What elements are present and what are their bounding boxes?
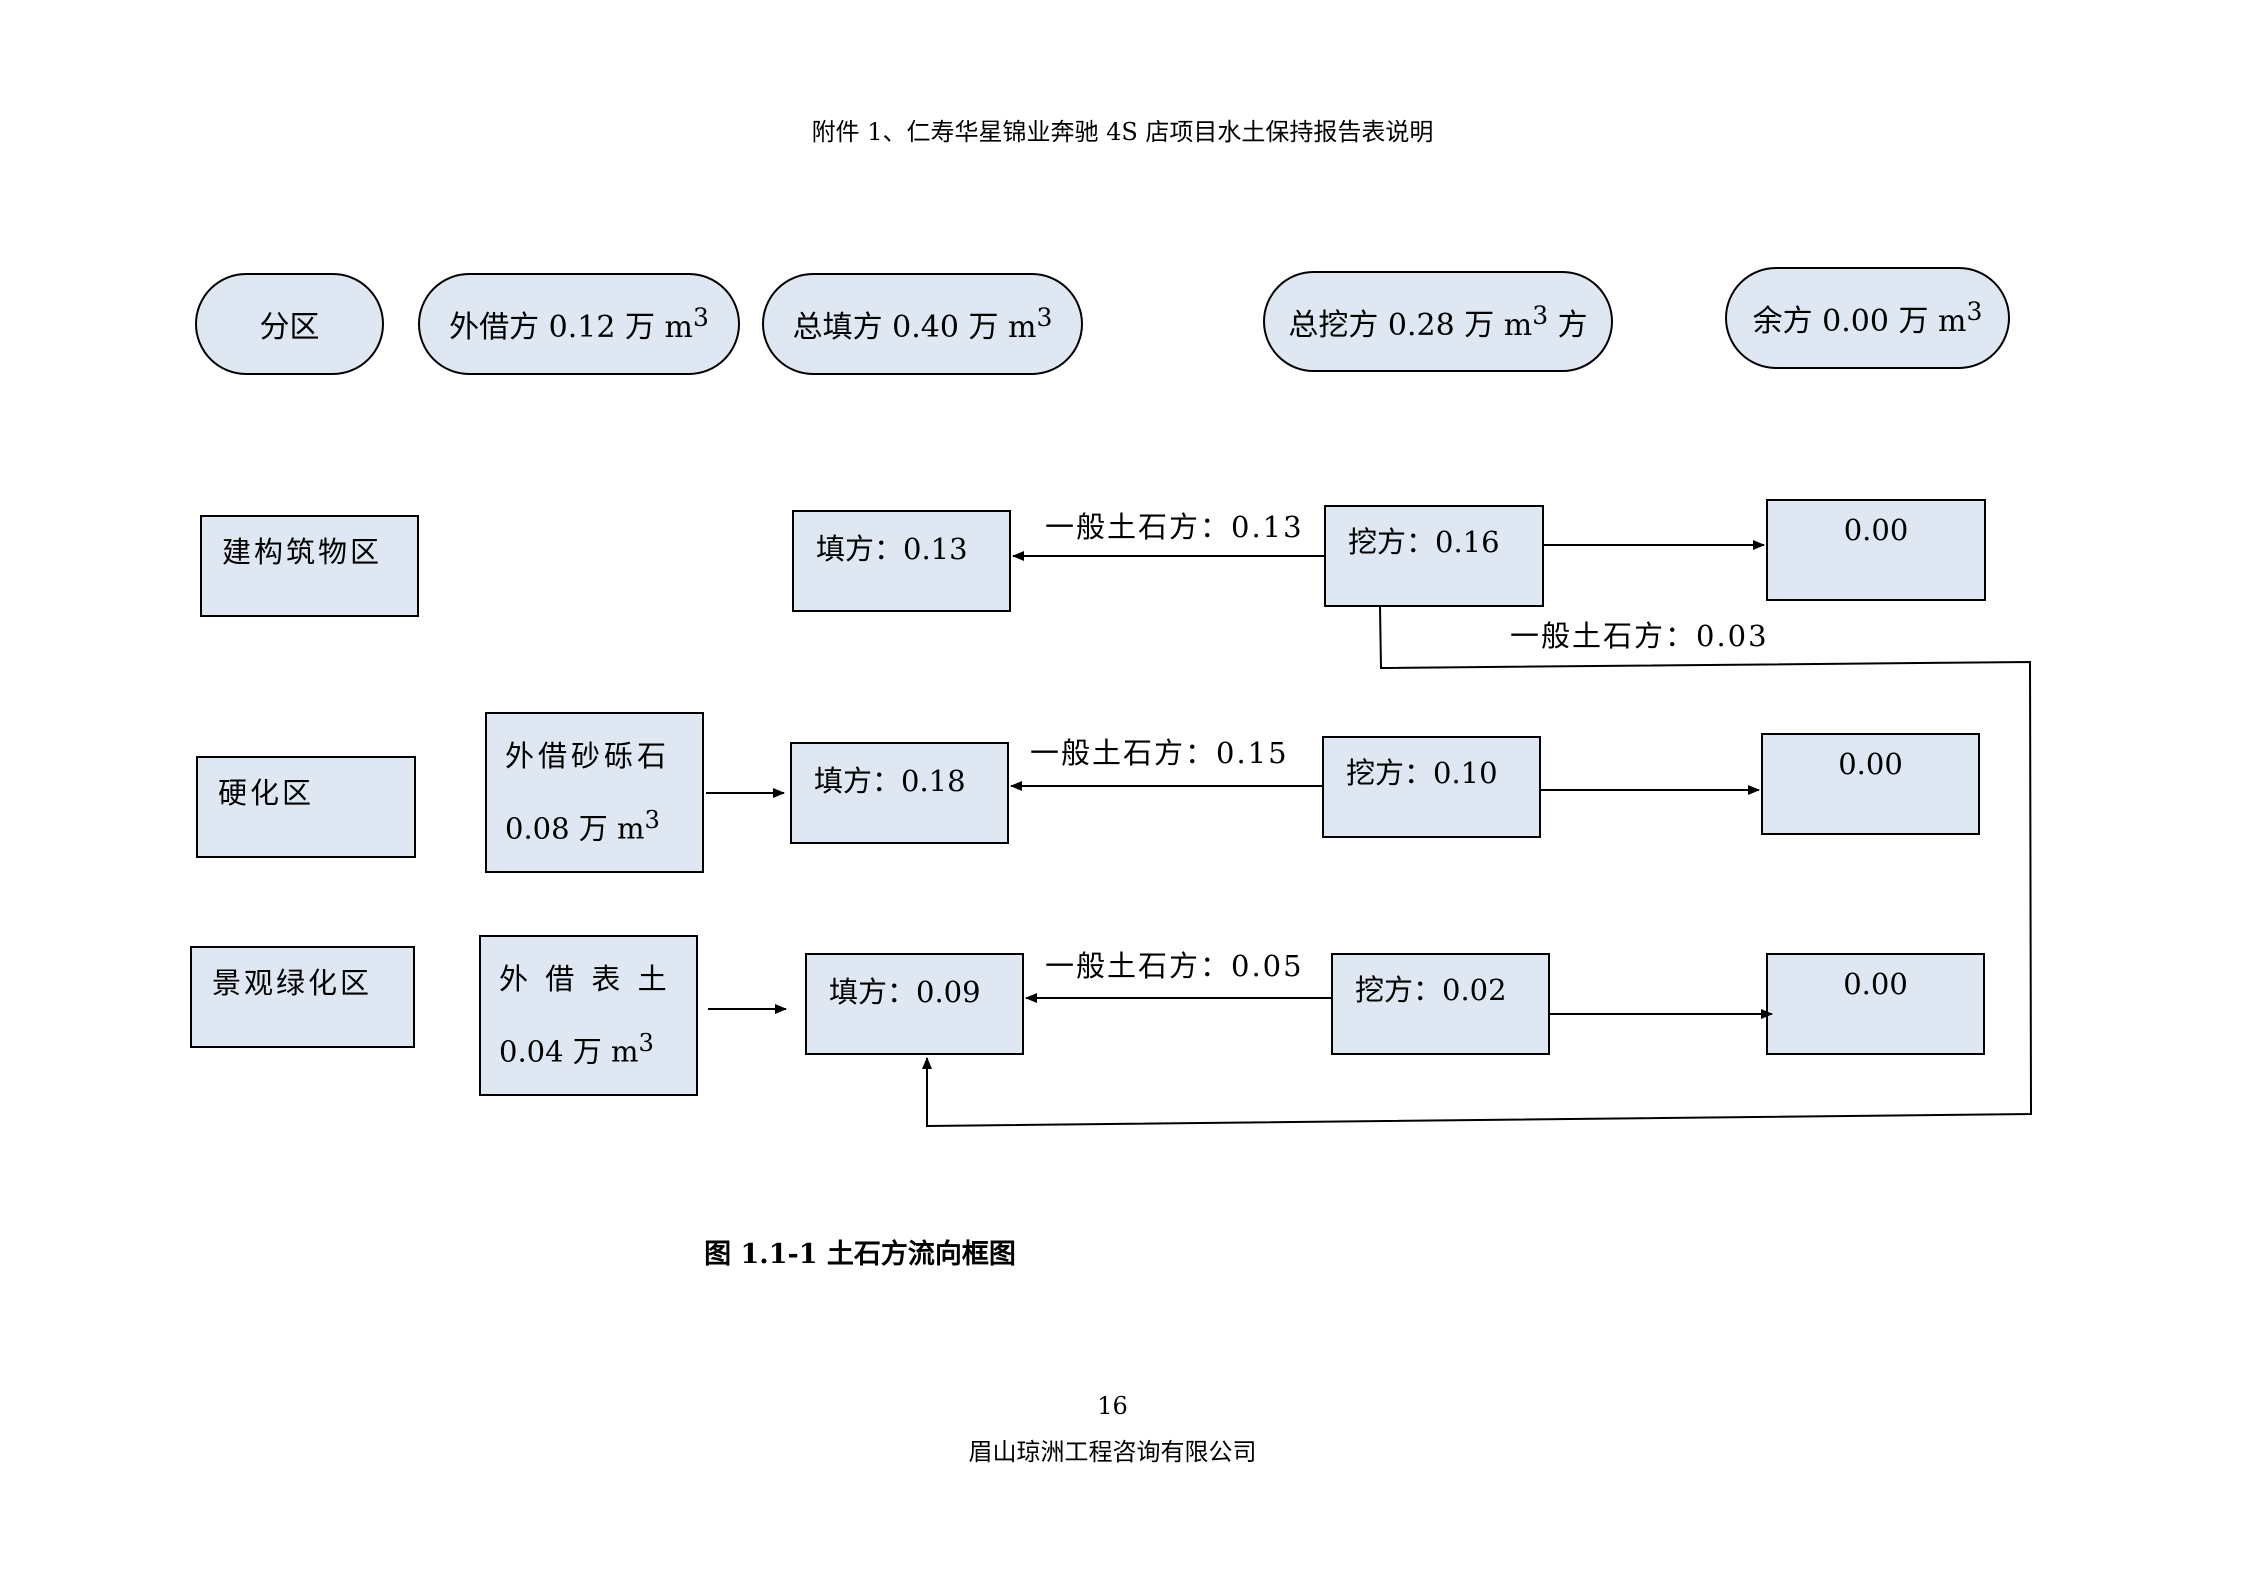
- zone-hardened-label: 硬化区: [218, 776, 315, 810]
- fill-box-hardened-label: 填方：0.18: [814, 764, 966, 798]
- flow-label-hardened: 一般土石方：0.15: [1030, 736, 1289, 770]
- zone-landscape: 景观绿化区: [190, 946, 415, 1048]
- remain-box-hardened-label: 0.00: [1838, 747, 1903, 781]
- flow-label-cross-transfer: 一般土石方：0.03: [1510, 619, 1769, 653]
- total-remain-label: 余方 0.00 万 m3: [1752, 297, 1983, 339]
- figure-caption: 图 1.1-1 土石方流向框图: [704, 1239, 1016, 1270]
- zone-hardened: 硬化区: [196, 756, 416, 858]
- document-header: 附件 1、仁寿华星锦业奔驰 4S 店项目水土保持报告表说明: [811, 118, 1434, 146]
- zone-header-pill: 分区: [195, 273, 384, 375]
- remain-box-building: 0.00: [1766, 499, 1986, 601]
- fill-box-building-label: 填方：0.13: [816, 532, 968, 566]
- total-dig-label: 总挖方 0.28 万 m3 方: [1288, 300, 1588, 343]
- remain-box-hardened: 0.00: [1761, 733, 1980, 835]
- dig-box-landscape: 挖方：0.02: [1331, 953, 1550, 1055]
- total-borrow-label: 外借方 0.12 万 m3: [449, 303, 709, 345]
- remain-box-building-label: 0.00: [1843, 513, 1909, 547]
- flow-label-landscape: 一般土石方：0.05: [1045, 949, 1304, 983]
- borrow-box-landscape-line1: 外 借 表 土: [499, 962, 671, 996]
- zone-building-label: 建构筑物区: [222, 535, 383, 569]
- total-remain-pill: 余方 0.00 万 m3: [1725, 267, 2010, 369]
- arrow-cross-transfer: [922, 606, 2033, 1128]
- total-fill-label: 总填方 0.40 万 m3: [792, 303, 1053, 345]
- zone-header-label: 分区: [259, 310, 320, 345]
- borrow-box-hardened: 外借砂砾石 0.08 万 m3: [485, 712, 704, 873]
- remain-box-landscape-label: 0.00: [1843, 967, 1908, 1001]
- flow-label-building: 一般土石方：0.13: [1045, 510, 1304, 544]
- borrow-box-hardened-line1: 外借砂砾石: [505, 739, 671, 773]
- dig-box-building-label: 挖方：0.16: [1348, 525, 1500, 559]
- remain-box-landscape: 0.00: [1766, 953, 1985, 1055]
- dig-box-building: 挖方：0.16: [1324, 505, 1544, 607]
- dig-box-landscape-label: 挖方：0.02: [1355, 973, 1507, 1007]
- total-borrow-pill: 外借方 0.12 万 m3: [418, 273, 740, 375]
- fill-box-landscape: 填方：0.09: [805, 953, 1024, 1055]
- fill-box-landscape-label: 填方：0.09: [829, 975, 981, 1009]
- dig-box-hardened: 挖方：0.10: [1322, 736, 1541, 838]
- total-dig-pill: 总挖方 0.28 万 m3 方: [1263, 271, 1613, 372]
- borrow-box-landscape: 外 借 表 土 0.04 万 m3: [479, 935, 698, 1096]
- dig-box-hardened-label: 挖方：0.10: [1346, 756, 1498, 790]
- page-number: 16: [1097, 1392, 1128, 1420]
- footer-company: 眉山琼洲工程咨询有限公司: [968, 1438, 1257, 1466]
- fill-box-building: 填方：0.13: [792, 510, 1011, 612]
- total-fill-pill: 总填方 0.40 万 m3: [762, 273, 1083, 375]
- borrow-box-landscape-line2: 0.04 万 m3: [499, 1029, 654, 1069]
- borrow-box-hardened-line2: 0.08 万 m3: [505, 806, 660, 846]
- zone-building: 建构筑物区: [200, 515, 419, 617]
- fill-box-hardened: 填方：0.18: [790, 742, 1009, 844]
- zone-landscape-label: 景观绿化区: [212, 966, 373, 1000]
